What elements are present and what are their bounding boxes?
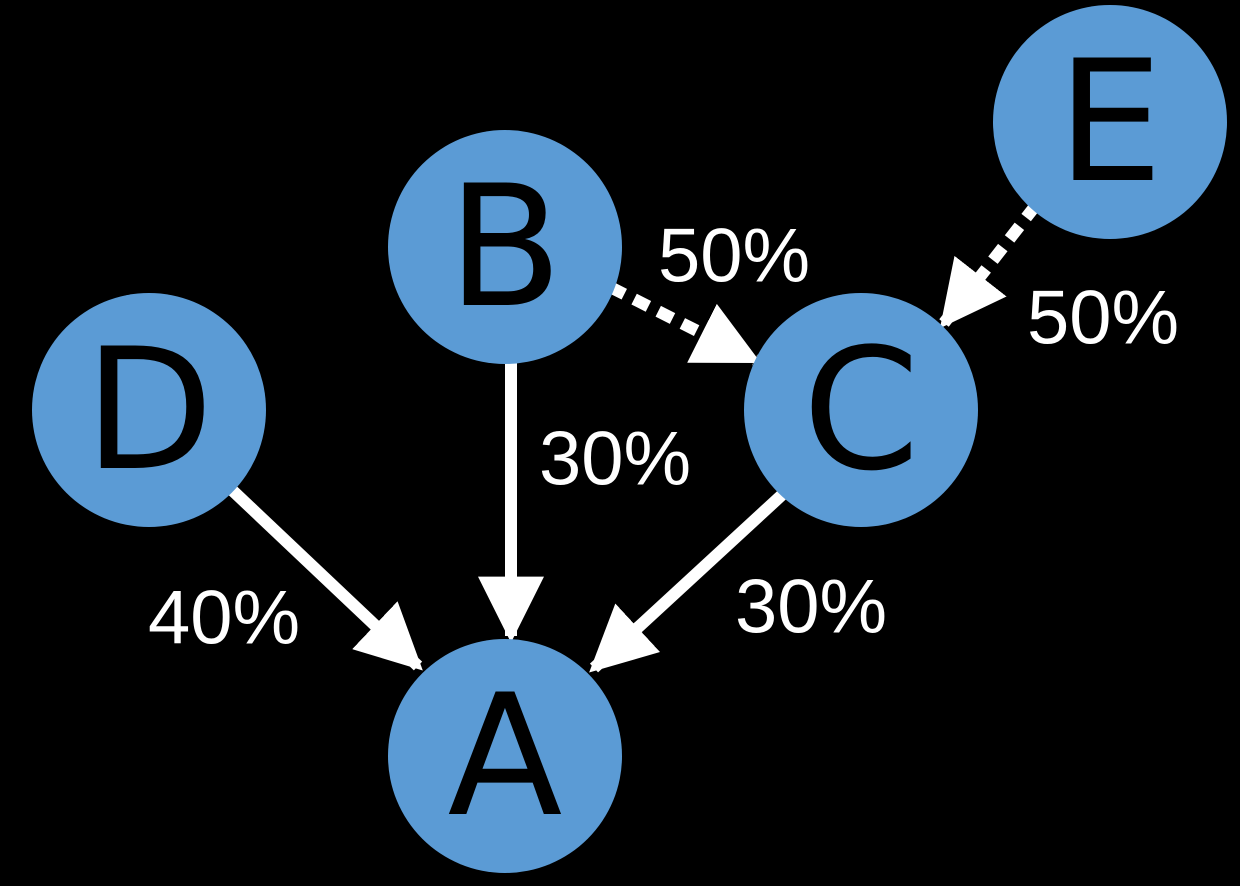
edge-d-to-a <box>227 485 423 671</box>
node-c-circle <box>744 293 978 527</box>
node-e-circle <box>993 5 1227 239</box>
node-d-label: D <box>84 312 213 508</box>
node-a: A <box>388 639 622 873</box>
node-e-label: E <box>1057 24 1163 220</box>
edge-label-d-to-a: 40% <box>148 576 300 661</box>
node-b-circle <box>388 130 622 364</box>
node-d-circle <box>32 293 266 527</box>
node-a-circle <box>388 639 622 873</box>
node-e: E <box>993 5 1227 239</box>
node-a-label: A <box>448 658 563 854</box>
node-b-label: B <box>447 149 562 345</box>
edge-label-e-to-c: 50% <box>1027 276 1179 361</box>
node-d: D <box>32 293 266 527</box>
edge-label-b-to-a: 30% <box>539 417 691 502</box>
node-b: B <box>388 130 622 364</box>
node-c: C <box>744 293 978 527</box>
edge-b-to-c <box>607 281 761 366</box>
edge-e-to-c <box>939 201 1041 329</box>
edge-label-c-to-a: 30% <box>735 565 887 650</box>
edge-c-to-a <box>589 488 789 673</box>
node-c-label: C <box>802 312 919 508</box>
edge-label-b-to-c: 50% <box>658 214 810 299</box>
